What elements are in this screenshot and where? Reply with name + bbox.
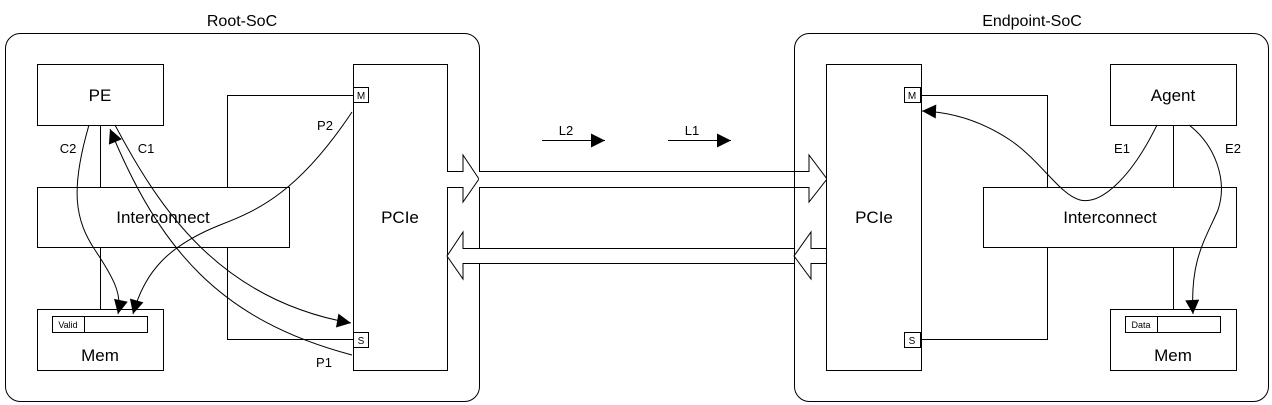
root-soc-title: Root-SoC (207, 13, 277, 30)
link-tx-arrow-root (447, 153, 480, 204)
mem-label: Mem (1154, 346, 1192, 365)
endpoint-soc (794, 33, 1269, 402)
pcie-label: PCIe (855, 208, 893, 227)
valid-field-label: Valid (58, 320, 77, 330)
pcie-link (446, 133, 828, 281)
pcie-label: PCIe (381, 208, 419, 227)
flow-c2-label: C2 (60, 141, 77, 156)
flow-c1-arrow (114, 124, 352, 328)
flow-c2-arrow (76, 124, 128, 315)
flow-e1-label: E1 (1114, 141, 1130, 156)
pcie-master-port (353, 87, 369, 103)
link-tx-arrow-endpoint (479, 153, 828, 204)
pcie-m-wire (921, 95, 1048, 187)
interconnect-block (37, 187, 290, 248)
pe-label: PE (89, 86, 112, 105)
root-soc (5, 33, 480, 402)
l1-label: L1 (685, 123, 699, 138)
pcie-s-wire (921, 247, 1048, 340)
agent-label: Agent (1151, 86, 1196, 105)
flow-p2-arrow (129, 111, 353, 315)
pcie-slave-port (904, 332, 921, 348)
pcie-s-wire (227, 247, 353, 340)
pcie-block (353, 64, 448, 371)
flow-e2-label: E2 (1225, 141, 1241, 156)
data-field (1125, 316, 1221, 333)
master-port-label: M (908, 91, 916, 102)
root-soc-boundary (5, 33, 480, 402)
pcie-slave-port (353, 332, 369, 348)
data-field-label: Data (1131, 320, 1150, 330)
pcie-block (826, 64, 922, 371)
link-rx-arrow-endpoint (793, 230, 827, 281)
endpoint-soc-boundary (794, 33, 1269, 402)
flow-e2-arrow (1185, 124, 1222, 315)
interconnect-label: Interconnect (1063, 208, 1157, 227)
flow-p2-label: P2 (317, 118, 333, 133)
mem-label: Mem (81, 346, 119, 365)
pcie-m-wire (227, 95, 353, 187)
pcie-master-port (904, 87, 921, 103)
endpoint-soc-title: Endpoint-SoC (982, 13, 1082, 30)
valid-field (52, 316, 148, 333)
flow-p1-arrow (108, 128, 353, 356)
slave-port-label: S (909, 336, 916, 347)
mem-block (37, 309, 164, 371)
master-port-label: M (357, 91, 365, 102)
flow-c1-label: C1 (138, 141, 155, 156)
flow-p1-label: P1 (316, 355, 332, 370)
interconnect-label: Interconnect (116, 208, 210, 227)
slave-port-label: S (358, 336, 365, 347)
interconnect-block (983, 187, 1237, 248)
link-rx-arrow-root (446, 230, 794, 281)
mem-block (1110, 309, 1237, 371)
agent-block (1110, 64, 1237, 126)
pe-block (37, 64, 164, 126)
flow-e1-arrow (921, 104, 1158, 202)
l2-label: L2 (559, 123, 573, 138)
